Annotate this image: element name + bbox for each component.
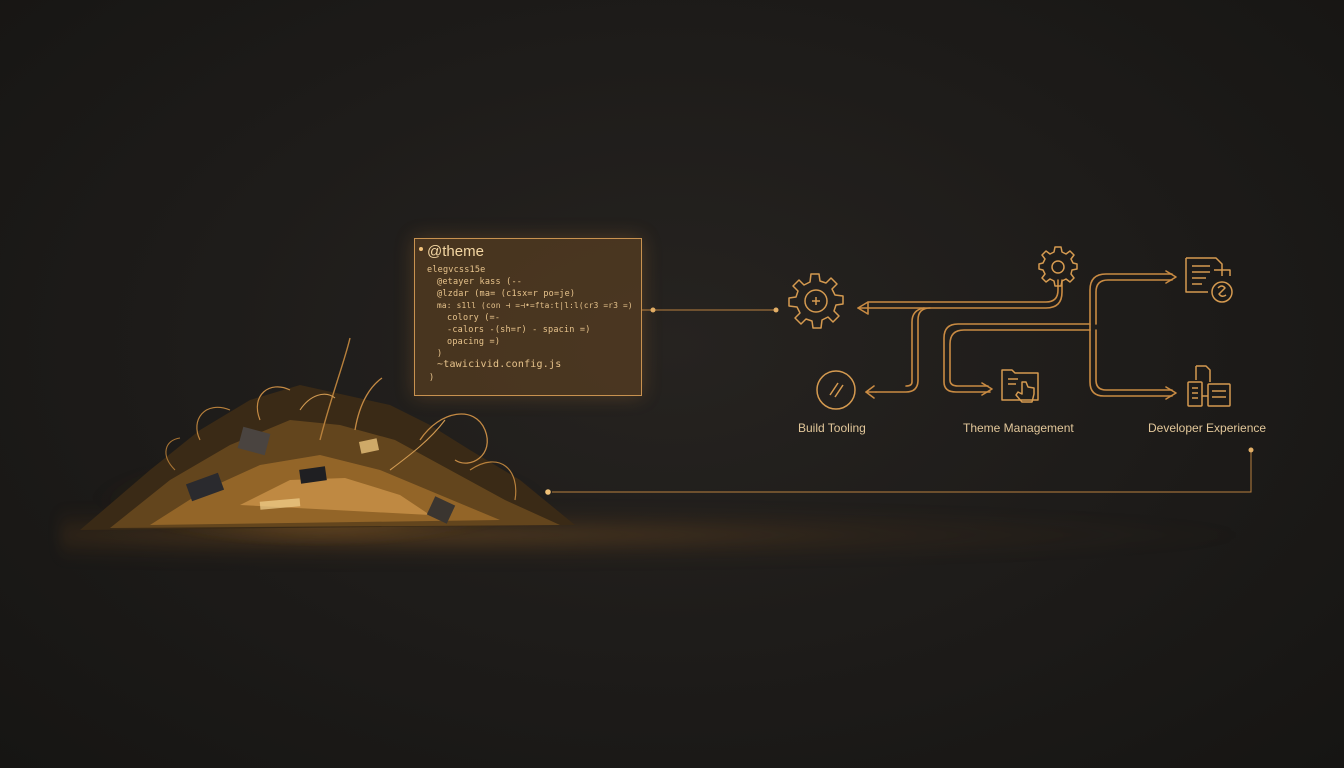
connector-panel-gear (642, 307, 779, 313)
panel-title: @theme (427, 243, 484, 260)
gear-icon (788, 273, 844, 329)
debris-pile (80, 337, 575, 545)
code-line: ) (429, 373, 435, 383)
document-icon (1185, 257, 1233, 303)
code-line: elegvcss15e (427, 265, 486, 275)
code-line: @lzdar (ma= (c1sx=r po=je) (437, 289, 576, 299)
gear-icon (1038, 246, 1078, 287)
code-line: colory (=- (447, 313, 501, 323)
code-line: @etayer kass (-- (437, 277, 523, 287)
devices-icon (1187, 365, 1231, 407)
code-line: ~tawicivid.config.js (437, 359, 562, 370)
code-line: opacing =) (447, 337, 501, 347)
label-build-tooling: Build Tooling (798, 421, 866, 435)
code-line: -calors -(sh=r) - spacin =) (447, 325, 591, 335)
panel-bullet (419, 247, 423, 251)
connector-return (552, 447, 1254, 493)
flow-pipes (857, 270, 1177, 400)
label-developer-experience: Developer Experience (1148, 421, 1267, 435)
label-theme-management: Theme Management (963, 421, 1074, 435)
folder-touch-icon (1001, 369, 1039, 403)
code-line: ) (437, 349, 443, 359)
code-slash-icon (816, 370, 856, 410)
theme-code-panel: @theme elegvcss15e @etayer kass (-- @lzd… (414, 238, 642, 396)
code-line: ma: s1ll (con ⊣ =⊣•=fta:t|l:l(cr3 =r3 =) (437, 301, 633, 310)
